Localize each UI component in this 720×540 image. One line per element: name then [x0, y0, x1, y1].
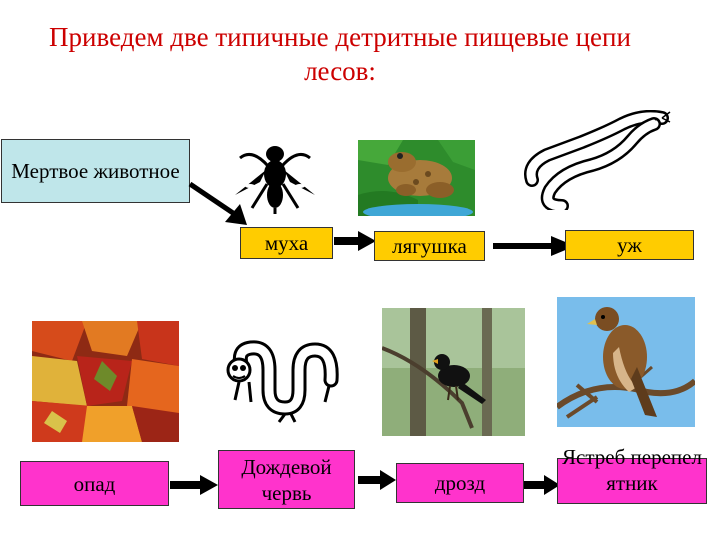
- arrow-icon: [358, 470, 396, 490]
- hawk-image: [557, 297, 695, 427]
- dead-animal-label: Мертвое животное: [11, 159, 180, 183]
- snake-icon: [524, 110, 671, 210]
- fly-label: муха: [264, 231, 309, 255]
- thrush-label: дрозд: [434, 471, 486, 495]
- hawk-label: Ястреб перепелятник: [562, 445, 702, 495]
- thrush-box: дрозд: [396, 463, 524, 503]
- arrow-icon: [524, 475, 560, 495]
- leaves-image: [32, 321, 179, 442]
- arrow-icon: [493, 236, 575, 256]
- snake-label: уж: [617, 233, 642, 257]
- hawk-box: Ястреб перепелятник: [557, 445, 707, 504]
- dead-animal-box: Мертвое животное: [1, 139, 190, 203]
- worm-label: Дождевой червь: [241, 454, 332, 505]
- page-title: Приведем две типичные детритные пищевые …: [49, 22, 631, 86]
- arrow-icon: [334, 231, 376, 251]
- frog-image: [358, 140, 475, 216]
- frog-label: лягушка: [392, 234, 467, 258]
- worm-box: Дождевой червь: [218, 450, 355, 509]
- fly-icon: [235, 146, 315, 214]
- snake-box: уж: [565, 230, 694, 260]
- litter-box: опад: [20, 461, 169, 506]
- arrow-icon: [188, 181, 247, 225]
- litter-label: опад: [73, 471, 116, 496]
- fly-box: муха: [240, 227, 333, 259]
- frog-box: лягушка: [374, 231, 485, 261]
- arrow-icon: [170, 475, 218, 495]
- thrush-image: [382, 308, 525, 436]
- worm-icon: [226, 340, 339, 423]
